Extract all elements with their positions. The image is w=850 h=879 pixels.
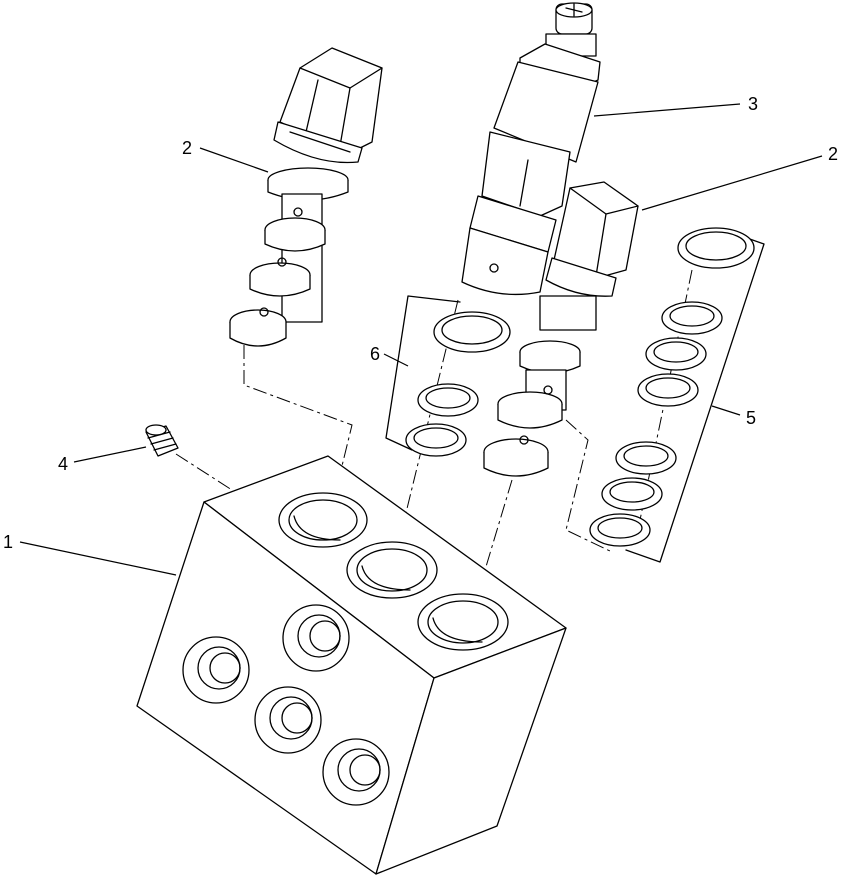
side-port-2 xyxy=(282,604,350,672)
cartridge-valve-center xyxy=(461,2,601,296)
cartridge-valve-right xyxy=(483,181,639,477)
top-port-2 xyxy=(346,541,438,599)
side-port-4 xyxy=(322,738,390,806)
side-port-3 xyxy=(254,686,322,754)
callout-6: 6 xyxy=(370,344,380,364)
plug xyxy=(145,424,179,457)
callout-3: 3 xyxy=(748,94,758,114)
callout-4: 4 xyxy=(58,454,68,474)
callout-2-right: 2 xyxy=(828,144,838,164)
leader-lines xyxy=(19,103,823,576)
manifold-block xyxy=(136,455,567,875)
callout-2-left: 2 xyxy=(182,138,192,158)
seal-kit-5 xyxy=(589,227,765,563)
callout-1: 1 xyxy=(3,532,13,552)
side-port-1 xyxy=(182,636,250,704)
callout-5: 5 xyxy=(746,408,756,428)
top-port-3 xyxy=(417,593,509,651)
cartridge-valve-left xyxy=(229,47,383,347)
top-port-1 xyxy=(278,492,368,548)
callouts: 1 2 2 3 4 5 6 xyxy=(3,94,838,552)
seal-kit-6 xyxy=(385,295,511,457)
